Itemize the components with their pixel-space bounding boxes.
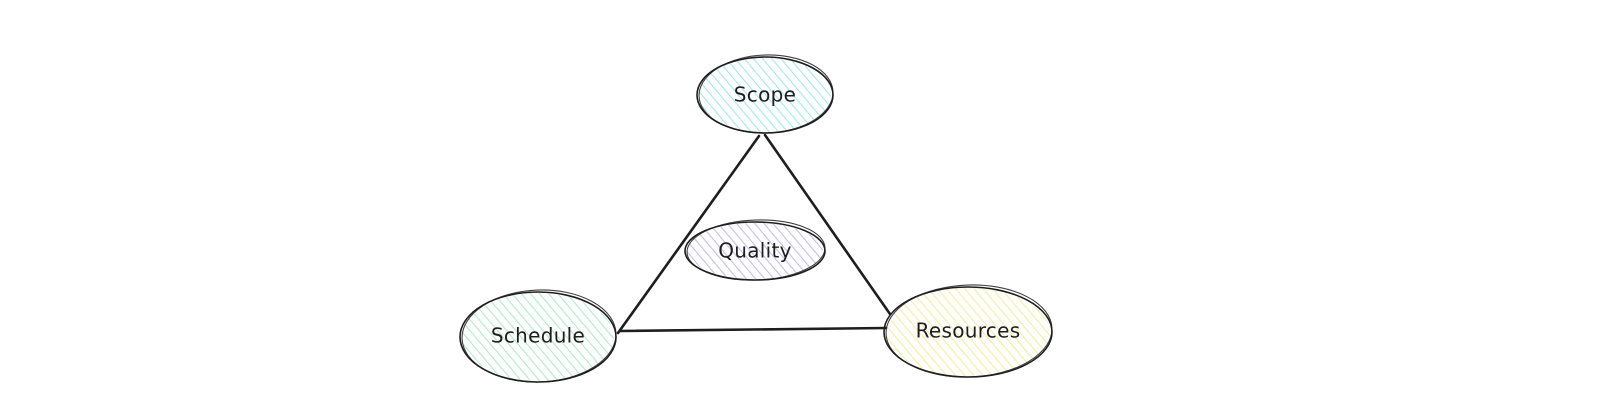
edge-scope-schedule [616,134,761,335]
edge-scope-resources [763,133,892,316]
node-resources-label: Resources [916,319,1021,343]
node-scope-label: Scope [734,83,796,107]
edges [616,133,892,335]
node-quality-label: Quality [718,239,792,263]
node-schedule-label: Schedule [491,324,585,348]
node-schedule-fill [462,293,614,381]
node-scope-outline-sketch [698,54,834,134]
node-resources-fill [886,288,1050,376]
node-quality-fill [687,223,823,279]
node-resources: Resources [883,284,1053,378]
node-schedule-outline-sketch [461,289,617,383]
edge-schedule-resources [618,326,888,333]
node-scope-fill [699,58,831,132]
node-resources-outline-sketch [885,284,1053,378]
node-scope: Scope [696,54,834,134]
node-quality: Quality [684,219,826,281]
node-schedule: Schedule [459,289,617,383]
node-quality-outline-sketch [686,219,826,281]
